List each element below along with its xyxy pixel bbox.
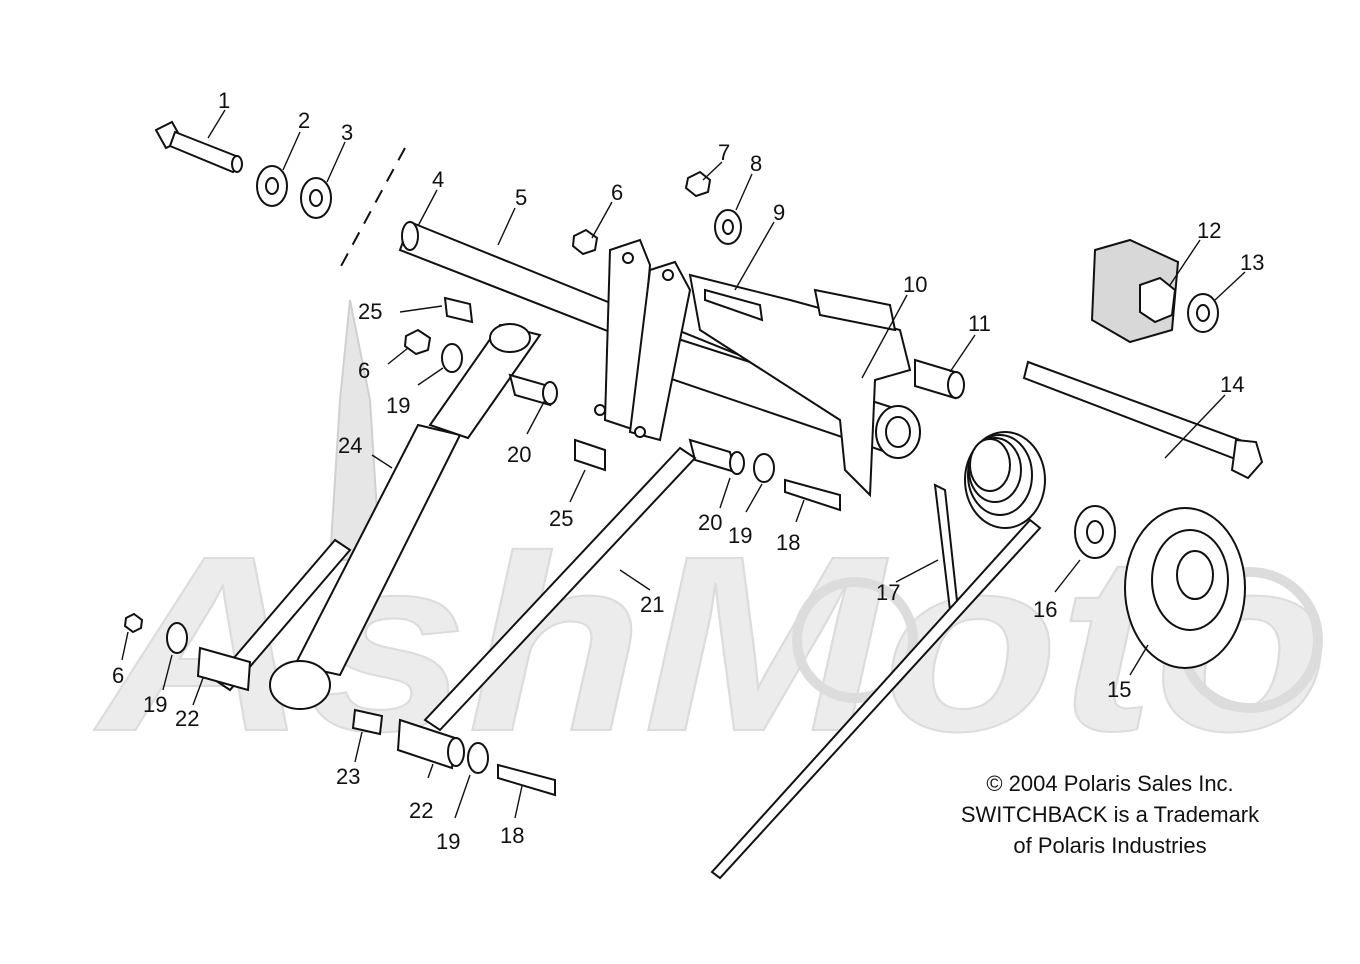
part-block-12 bbox=[1090, 238, 1180, 344]
watermark: AshMoto bbox=[92, 299, 1331, 784]
callout-7: 7 bbox=[718, 140, 730, 165]
part-washer-19c bbox=[166, 622, 188, 654]
callout-18a: 18 bbox=[776, 530, 800, 555]
callout-6a: 6 bbox=[611, 180, 623, 205]
part-washer-13 bbox=[1187, 293, 1219, 333]
callout-9: 9 bbox=[773, 200, 785, 225]
callout-25b: 25 bbox=[549, 506, 573, 531]
part-stub-11 bbox=[914, 358, 965, 400]
callout-23: 23 bbox=[336, 764, 360, 789]
callout-22a: 22 bbox=[175, 706, 199, 731]
part-nut-6c bbox=[123, 612, 144, 634]
callout-22b: 22 bbox=[409, 798, 433, 823]
callout-19a: 19 bbox=[386, 393, 410, 418]
callout-20b: 20 bbox=[698, 510, 722, 535]
copyright-line-2: SWITCHBACK is a Trademark bbox=[960, 802, 1260, 827]
callout-1: 1 bbox=[218, 88, 230, 113]
watermark-text: AshMoto bbox=[93, 504, 1330, 783]
callout-25a: 25 bbox=[358, 299, 382, 324]
part-bushing-22a bbox=[196, 646, 252, 692]
callout-17: 17 bbox=[876, 580, 900, 605]
callout-6b: 6 bbox=[358, 358, 370, 383]
part-bolt-18a bbox=[784, 478, 841, 512]
part-bracket bbox=[594, 238, 912, 498]
copyright-notice: © 2004 Polaris Sales Inc. SWITCHBACK is … bbox=[940, 768, 1280, 861]
callout-24: 24 bbox=[338, 433, 362, 458]
part-wheel-15 bbox=[1124, 507, 1246, 669]
part-nut-6a bbox=[571, 228, 599, 256]
part-washer-19b bbox=[753, 453, 775, 483]
part-nut-6b bbox=[403, 328, 432, 356]
part-washer-19a bbox=[441, 343, 463, 373]
callout-2: 2 bbox=[298, 108, 310, 133]
callout-18b: 18 bbox=[500, 823, 524, 848]
callout-14: 14 bbox=[1220, 372, 1244, 397]
copyright-line-3: of Polaris Industries bbox=[1013, 833, 1207, 858]
callout-10: 10 bbox=[903, 272, 927, 297]
copyright-line-1: © 2004 Polaris Sales Inc. bbox=[986, 771, 1234, 796]
callout-4: 4 bbox=[432, 167, 444, 192]
part-bushing-23 bbox=[351, 708, 384, 736]
callout-19c: 19 bbox=[143, 692, 167, 717]
part-washer-8 bbox=[714, 209, 742, 245]
callout-3: 3 bbox=[341, 120, 353, 145]
part-bushing-25b bbox=[574, 438, 606, 472]
part-washer-16 bbox=[1074, 505, 1116, 559]
part-washer-19d bbox=[467, 742, 489, 774]
center-line bbox=[339, 147, 406, 269]
part-shock-24 bbox=[213, 323, 542, 710]
callout-15: 15 bbox=[1107, 677, 1131, 702]
callout-5: 5 bbox=[515, 185, 527, 210]
part-bushing-25a bbox=[443, 296, 474, 324]
callout-6c: 6 bbox=[112, 663, 124, 688]
part-washer-3 bbox=[300, 177, 332, 219]
part-bushing-20b bbox=[688, 438, 745, 475]
callout-19b: 19 bbox=[728, 523, 752, 548]
callout-11: 11 bbox=[968, 311, 991, 336]
callout-13: 13 bbox=[1240, 250, 1264, 275]
part-bushing-20a bbox=[508, 373, 558, 407]
part-spring-17 bbox=[710, 431, 1046, 880]
part-bushing-22b bbox=[396, 718, 465, 770]
part-washer-2 bbox=[256, 165, 288, 207]
callouts: 1 2 3 4 5 6 7 8 9 10 11 12 13 14 25 6 19… bbox=[112, 88, 1264, 854]
part-rod-21 bbox=[423, 446, 697, 732]
part-bolt-18b bbox=[497, 763, 556, 797]
callout-16: 16 bbox=[1033, 597, 1057, 622]
part-nut-7 bbox=[684, 170, 712, 198]
callout-8: 8 bbox=[750, 151, 762, 176]
part-bolt-1 bbox=[154, 120, 243, 174]
callout-19d: 19 bbox=[436, 829, 460, 854]
callout-20a: 20 bbox=[507, 442, 531, 467]
callout-12: 12 bbox=[1197, 218, 1221, 243]
leader-lines bbox=[121, 109, 1246, 819]
part-bolt-9 bbox=[704, 288, 764, 322]
callout-21: 21 bbox=[640, 592, 664, 617]
